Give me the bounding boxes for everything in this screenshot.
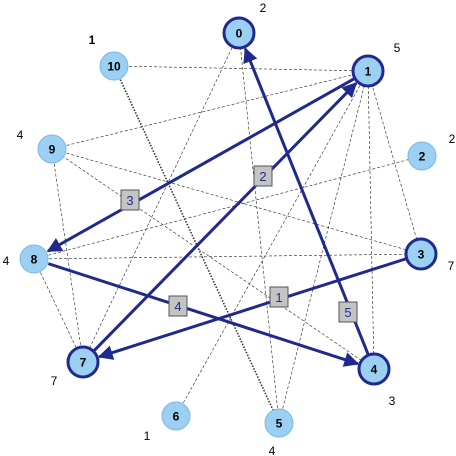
edge-3-1 — [367, 70, 422, 255]
node-3: 3 — [404, 237, 438, 271]
step-box-5: 5 — [338, 301, 358, 323]
step-box-bg — [120, 189, 140, 211]
outer-label-1: 5 — [394, 41, 401, 55]
node-6: 6 — [161, 401, 191, 431]
edge-8-7 — [33, 258, 84, 363]
node-10: 10 — [99, 51, 129, 81]
node-7: 7 — [66, 345, 100, 379]
outer-label-7: 7 — [51, 374, 58, 388]
step-label: 5 — [344, 305, 351, 320]
node-label: 8 — [31, 253, 38, 267]
step-box-bg — [168, 295, 188, 317]
outer-label-9: 4 — [17, 128, 24, 142]
outer-label-0: 2 — [260, 1, 267, 15]
node-label: 4 — [371, 363, 378, 377]
path-edge-3-7 — [97, 257, 407, 360]
node-circle — [357, 352, 391, 386]
edge-8-3 — [33, 253, 422, 260]
node-circle — [407, 141, 437, 171]
node-label: 0 — [236, 27, 243, 41]
node-8: 8 — [19, 244, 49, 274]
node-9: 9 — [37, 134, 67, 164]
node-circle — [161, 401, 191, 431]
edge-5-0 — [238, 32, 280, 424]
node-circle — [404, 237, 438, 271]
graph-nodes: 0 1 2 3 4 5 6 7 8 9 10 — [19, 16, 438, 438]
edge-4-1 — [367, 70, 375, 370]
node-label: 1 — [365, 65, 372, 79]
step-label: 1 — [275, 290, 282, 305]
dotted-edge-10-5 — [113, 65, 280, 424]
node-circle — [66, 345, 100, 379]
step-label: 2 — [259, 169, 266, 184]
outer-labels: 2 5 2 7 3 4 1 7 4 4 1 — [3, 1, 456, 456]
outer-label-10: 1 — [89, 33, 96, 47]
node-1: 1 — [351, 54, 385, 88]
step-box-3: 3 — [120, 189, 140, 211]
path-edge-1-8 — [46, 77, 355, 253]
path-edge-7-1 — [93, 82, 358, 352]
outer-label-2: 2 — [449, 132, 456, 146]
node-circle — [351, 54, 385, 88]
step-label: 4 — [174, 299, 181, 314]
node-label: 5 — [276, 417, 283, 431]
outer-label-6: 1 — [144, 429, 151, 443]
node-label: 10 — [107, 60, 121, 74]
outer-label-5: 4 — [269, 444, 276, 456]
node-circle — [99, 51, 129, 81]
node-label: 6 — [173, 410, 180, 424]
node-label: 2 — [419, 150, 426, 164]
step-box-2: 2 — [253, 165, 273, 187]
node-circle — [222, 16, 256, 50]
step-labels: 1 2 3 4 5 — [120, 165, 358, 323]
node-circle — [37, 134, 67, 164]
edge-4-9 — [51, 148, 375, 370]
node-circle — [19, 244, 49, 274]
step-box-4: 4 — [168, 295, 188, 317]
edge-9-7 — [51, 148, 84, 363]
edge-10-1 — [113, 65, 369, 72]
step-box-bg — [338, 301, 358, 323]
outer-label-8: 4 — [3, 254, 10, 268]
node-label: 3 — [418, 248, 425, 262]
edge-8-2 — [33, 155, 423, 260]
step-box-bg — [269, 286, 289, 308]
node-label: 9 — [49, 143, 56, 157]
edge-9-3 — [51, 148, 422, 255]
step-label: 3 — [126, 193, 133, 208]
edge-6-1 — [175, 70, 369, 417]
node-label: 7 — [80, 356, 87, 370]
node-5: 5 — [264, 408, 294, 438]
node-0: 0 — [222, 16, 256, 50]
outer-label-3: 7 — [448, 259, 455, 273]
path-edge-8-4 — [47, 262, 360, 367]
edge-7-0 — [82, 32, 240, 363]
node-4: 4 — [357, 352, 391, 386]
step-box-bg — [253, 165, 273, 187]
outer-label-4: 3 — [389, 394, 396, 408]
step-box-1: 1 — [269, 286, 289, 308]
node-2: 2 — [407, 141, 437, 171]
node-circle — [264, 408, 294, 438]
edge-9-1 — [51, 70, 369, 150]
